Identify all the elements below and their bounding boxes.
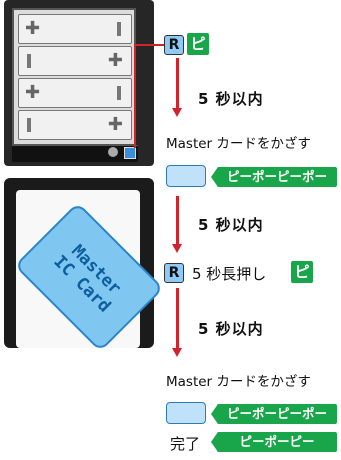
leader-line	[134, 44, 164, 46]
device-r-button[interactable]	[124, 147, 136, 159]
done-label: 完了	[170, 435, 201, 453]
master-hold-text-2: Master カードをかざす	[166, 374, 311, 390]
card-icon	[166, 165, 206, 187]
arrow-head-icon	[172, 108, 182, 117]
minus-terminal	[27, 54, 31, 68]
master-hold-text-1: Master カードをかざす	[166, 136, 311, 152]
beep-long-badge-2: ピーポーピーポー	[217, 404, 337, 424]
arrow-head-icon	[172, 348, 182, 357]
within-5-seconds-2: 5 秒以内	[198, 216, 264, 234]
beep-tail	[211, 404, 218, 424]
battery-3: ✚	[18, 78, 132, 108]
minus-terminal	[117, 22, 121, 36]
leader-line-vertical	[134, 44, 136, 148]
beep-tail	[211, 167, 218, 187]
battery-1: ✚	[18, 14, 132, 44]
battery-2: ✚	[18, 46, 132, 76]
beep-long-badge-1: ピーポーピーポー	[217, 167, 337, 187]
minus-terminal	[27, 118, 31, 132]
plus-icon: ✚	[107, 114, 123, 135]
card-icon	[166, 402, 206, 424]
beep-tail	[211, 432, 218, 452]
device-bottom-strip	[12, 145, 138, 162]
r-button-badge: R	[164, 35, 184, 55]
flow-arrow-3	[176, 288, 179, 350]
battery-compartment: ✚ ✚ ✚ ✚	[12, 8, 136, 146]
flow-arrow-1	[176, 58, 179, 110]
within-5-seconds-1: 5 秒以内	[198, 90, 264, 108]
flow-arrow-2	[176, 196, 179, 246]
battery-4: ✚	[18, 110, 132, 140]
plus-icon: ✚	[107, 50, 123, 71]
pi-beep-badge: ピ	[291, 261, 313, 283]
minus-terminal	[117, 86, 121, 100]
arrow-head-icon	[172, 244, 182, 253]
long-press-text: 5 秒長押し	[192, 265, 267, 283]
beep-done-badge: ピーポーピー	[217, 432, 337, 452]
plus-icon: ✚	[25, 82, 41, 103]
r-button-badge: R	[164, 263, 184, 283]
indicator-icon	[108, 147, 118, 157]
within-5-seconds-3: 5 秒以内	[198, 320, 264, 338]
pi-beep-badge: ピ	[187, 33, 209, 55]
plus-icon: ✚	[25, 18, 41, 39]
